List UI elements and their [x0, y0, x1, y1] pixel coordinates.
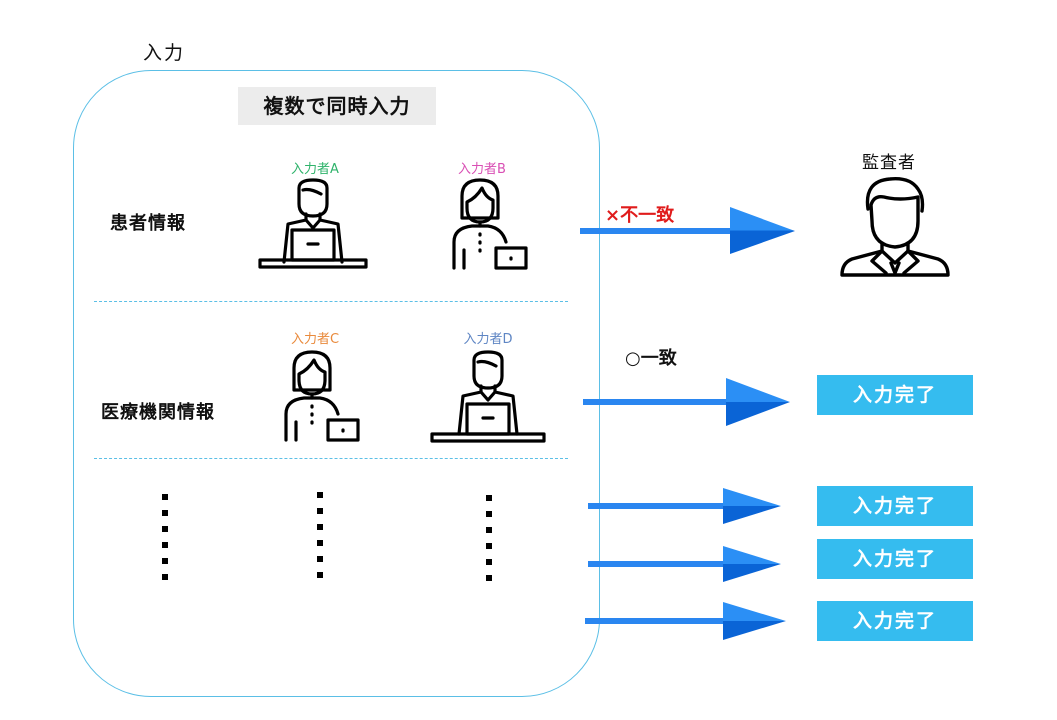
input-complete-badge: 入力完了: [817, 601, 973, 641]
row-label-patient-info: 患者情報: [110, 213, 186, 234]
input-complete-badge: 入力完了: [817, 486, 973, 526]
match-label: ○一致: [625, 348, 677, 369]
ellipsis-vertical-icon: [486, 495, 492, 591]
person-label-b: 入力者B: [458, 162, 506, 177]
businessman-icon: [840, 177, 950, 277]
ellipsis-vertical-icon: [162, 494, 168, 590]
arrow-to-auditor: [580, 207, 795, 254]
row-divider: [94, 301, 568, 302]
person-label-c: 入力者C: [290, 332, 340, 347]
input-container: [73, 70, 600, 697]
arrow-to-done-4: [585, 602, 786, 640]
arrow-to-done-1: [583, 378, 790, 426]
man-at-laptop-icon: [430, 350, 546, 443]
input-complete-badge: 入力完了: [817, 375, 973, 415]
person-label-a: 入力者A: [291, 162, 339, 177]
row-label-medical-institution-info: 医療機関情報: [101, 402, 215, 423]
input-complete-badge: 入力完了: [817, 539, 973, 579]
auditor-label: 監査者: [862, 153, 916, 173]
arrow-to-done-3: [588, 546, 781, 582]
header-label: 複数で同時入力: [238, 87, 436, 125]
woman-with-laptop-icon: [452, 178, 528, 270]
woman-with-laptop-icon: [284, 350, 360, 442]
mismatch-label: ×不一致: [605, 205, 675, 226]
arrow-to-done-2: [588, 488, 781, 524]
man-at-laptop-icon: [258, 178, 368, 269]
group-title: 入力: [143, 42, 186, 64]
person-label-d: 入力者D: [463, 332, 513, 347]
ellipsis-vertical-icon: [317, 492, 323, 588]
row-divider: [94, 458, 568, 459]
